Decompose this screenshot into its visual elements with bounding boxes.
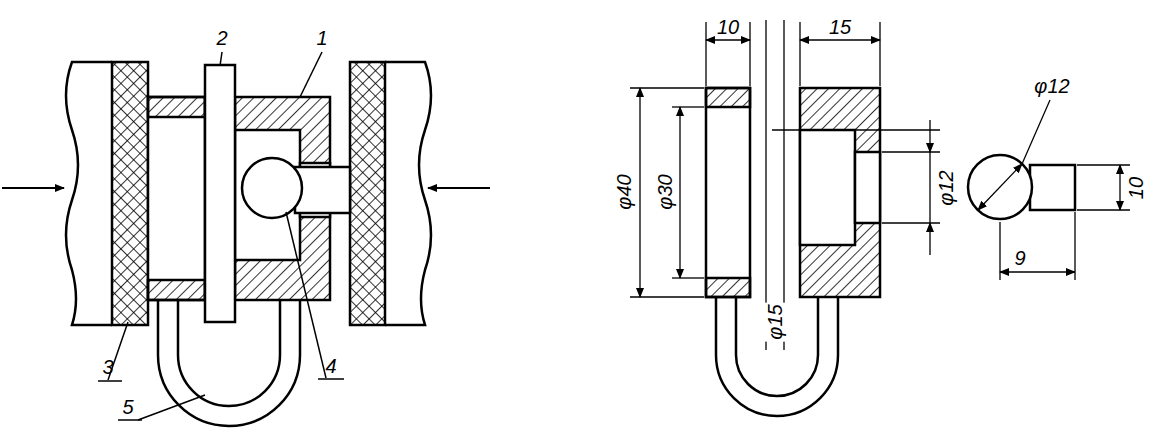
dimension-text: φ40: [614, 172, 634, 211]
dimension-text: 10: [715, 17, 741, 37]
dimension-text: φ12: [936, 168, 956, 207]
callout-number: 4: [323, 356, 338, 376]
dimension-text: 10: [1126, 175, 1146, 201]
callout-number: 5: [120, 397, 135, 417]
dimension-text: 9: [1012, 248, 1027, 268]
callout-number: 1: [314, 28, 329, 48]
callout-number: 2: [214, 28, 229, 48]
dimension-text: φ30: [655, 172, 675, 211]
dimension-text: 15: [827, 17, 853, 37]
dimension-text: φ15: [765, 302, 785, 341]
callout-number: 3: [100, 357, 115, 377]
dimension-text: φ12: [1032, 76, 1071, 96]
